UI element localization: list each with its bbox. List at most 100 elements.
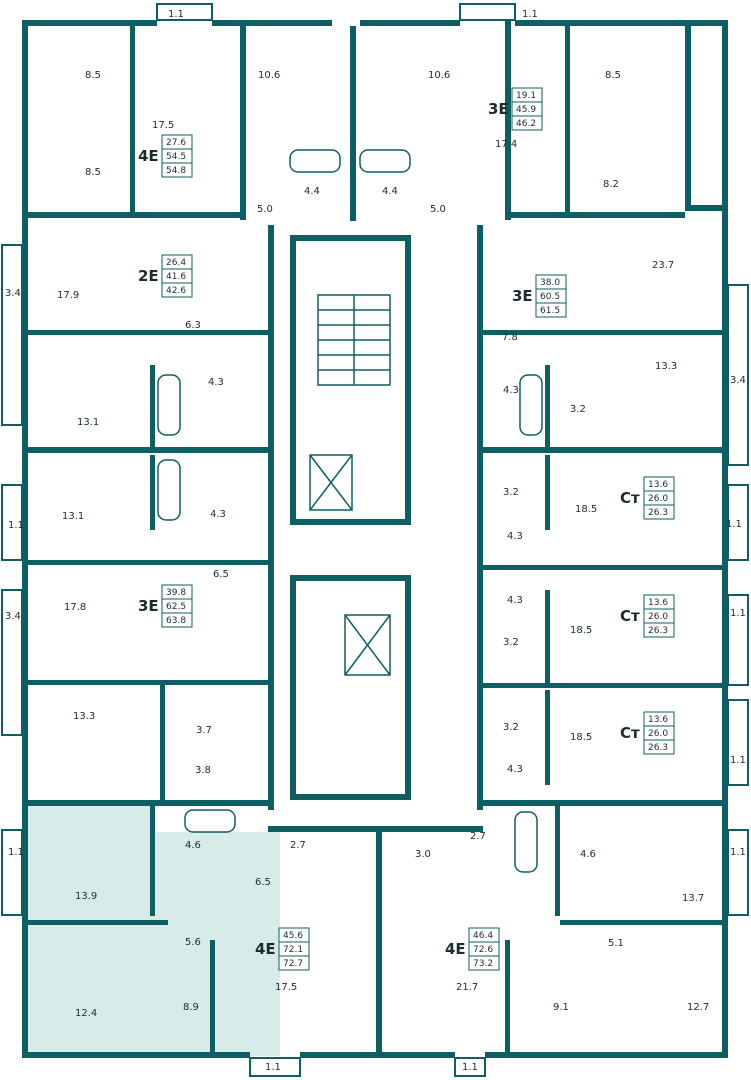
room-area-label: 1.1 [168, 9, 184, 20]
unit-code: 4E [255, 940, 276, 958]
room-area-label: 5.1 [608, 938, 624, 949]
room-area-label: 13.9 [75, 891, 97, 902]
area-value: 41.6 [166, 272, 186, 282]
area-cell [161, 612, 193, 628]
room-area-label: 4.3 [507, 531, 523, 542]
area-cell [161, 162, 193, 178]
area-value: 46.2 [516, 119, 536, 129]
area-value: 62.5 [166, 602, 186, 612]
area-cell [278, 955, 310, 971]
unit-code: 4E [445, 940, 466, 958]
area-value: 39.8 [166, 588, 186, 598]
room-area-label: 8.5 [85, 70, 101, 81]
area-value: 13.6 [648, 715, 668, 725]
area-value: 13.6 [648, 598, 668, 608]
elevator-2 [344, 614, 391, 676]
unit-label-u4e_nw[interactable]: 4E 27.6 54.5 54.8 [138, 134, 193, 178]
room-area-label: 13.1 [62, 511, 84, 522]
room-area-label: 5.0 [257, 204, 273, 215]
room-area-label: 18.5 [575, 504, 597, 515]
room-area-label: 3.4 [5, 611, 21, 622]
unit-code: Ст [620, 724, 640, 742]
area-value: 61.5 [540, 306, 560, 316]
unit-code: 3E [488, 100, 509, 118]
room-area-label: 8.2 [603, 179, 619, 190]
room-area-label: 1.1 [730, 755, 746, 766]
room-area-label: 3.4 [730, 375, 746, 386]
core-walls [240, 20, 511, 1058]
room-area-label: 2.7 [290, 840, 306, 851]
room-area-label: 1.1 [8, 520, 24, 531]
area-cell [643, 739, 675, 755]
staircase [317, 294, 391, 386]
highlighted-apartment[interactable] [28, 803, 280, 1056]
room-area-label: 13.3 [73, 711, 95, 722]
unit-code: Ст [620, 607, 640, 625]
area-value: 26.3 [648, 743, 668, 753]
room-area-label: 1.1 [265, 1062, 281, 1073]
area-value: 27.6 [166, 138, 186, 148]
room-area-label: 1.1 [730, 608, 746, 619]
room-area-label: 6.5 [255, 877, 271, 888]
area-cell [161, 282, 193, 298]
elevator-1 [309, 454, 353, 511]
room-area-label: 3.4 [5, 288, 21, 299]
room-area-label: 6.3 [185, 320, 201, 331]
area-value: 26.3 [648, 508, 668, 518]
room-area-label: 6.5 [213, 569, 229, 580]
unit-label-u3e_w[interactable]: 3E 39.8 62.5 63.8 [138, 584, 193, 628]
area-value: 46.4 [473, 931, 493, 941]
room-area-label: 8.9 [183, 1002, 199, 1013]
room-area-label: 13.3 [655, 361, 677, 372]
unit-code: 3E [512, 287, 533, 305]
room-area-label: 4.3 [208, 377, 224, 388]
room-area-label: 1.1 [730, 847, 746, 858]
room-area-label: 3.2 [503, 487, 519, 498]
area-value: 42.6 [166, 286, 186, 296]
area-value: 45.9 [516, 105, 536, 115]
area-value: 54.5 [166, 152, 186, 162]
room-area-label: 17.9 [57, 290, 79, 301]
area-value: 72.6 [473, 945, 493, 955]
partitions-right [483, 26, 722, 1052]
room-area-label: 4.3 [210, 509, 226, 520]
area-value: 54.8 [166, 166, 186, 176]
area-value: 72.7 [283, 959, 303, 969]
room-area-label: 7.8 [502, 332, 518, 343]
room-area-label: 3.8 [195, 765, 211, 776]
room-area-label: 3.7 [196, 725, 212, 736]
room-area-label: 18.5 [570, 625, 592, 636]
room-area-label: 3.2 [570, 404, 586, 415]
unit-code: 2E [138, 267, 159, 285]
unit-code: 4E [138, 147, 159, 165]
room-area-label: 1.1 [726, 519, 742, 530]
room-area-label: 3.0 [415, 849, 431, 860]
room-area-label: 4.3 [503, 385, 519, 396]
room-area-label: 9.1 [553, 1002, 569, 1013]
area-value: 26.0 [648, 494, 668, 504]
room-area-label: 10.6 [428, 70, 450, 81]
unit-area-boxes: 4E27.654.554.83E19.145.946.22E26.441.642… [138, 87, 675, 971]
area-cell [535, 302, 567, 318]
room-area-label: 8.5 [605, 70, 621, 81]
room-area-label: 4.3 [507, 595, 523, 606]
room-area-label: 4.6 [185, 840, 201, 851]
bathtubs [157, 149, 543, 873]
room-area-label: 5.0 [430, 204, 446, 215]
room-area-label: 12.7 [687, 1002, 709, 1013]
room-area-label: 4.3 [507, 764, 523, 775]
area-value: 63.8 [166, 616, 186, 626]
area-value: 13.6 [648, 480, 668, 490]
room-area-label: 23.7 [652, 260, 674, 271]
room-area-label: 3.2 [503, 722, 519, 733]
unit-code: 3E [138, 597, 159, 615]
